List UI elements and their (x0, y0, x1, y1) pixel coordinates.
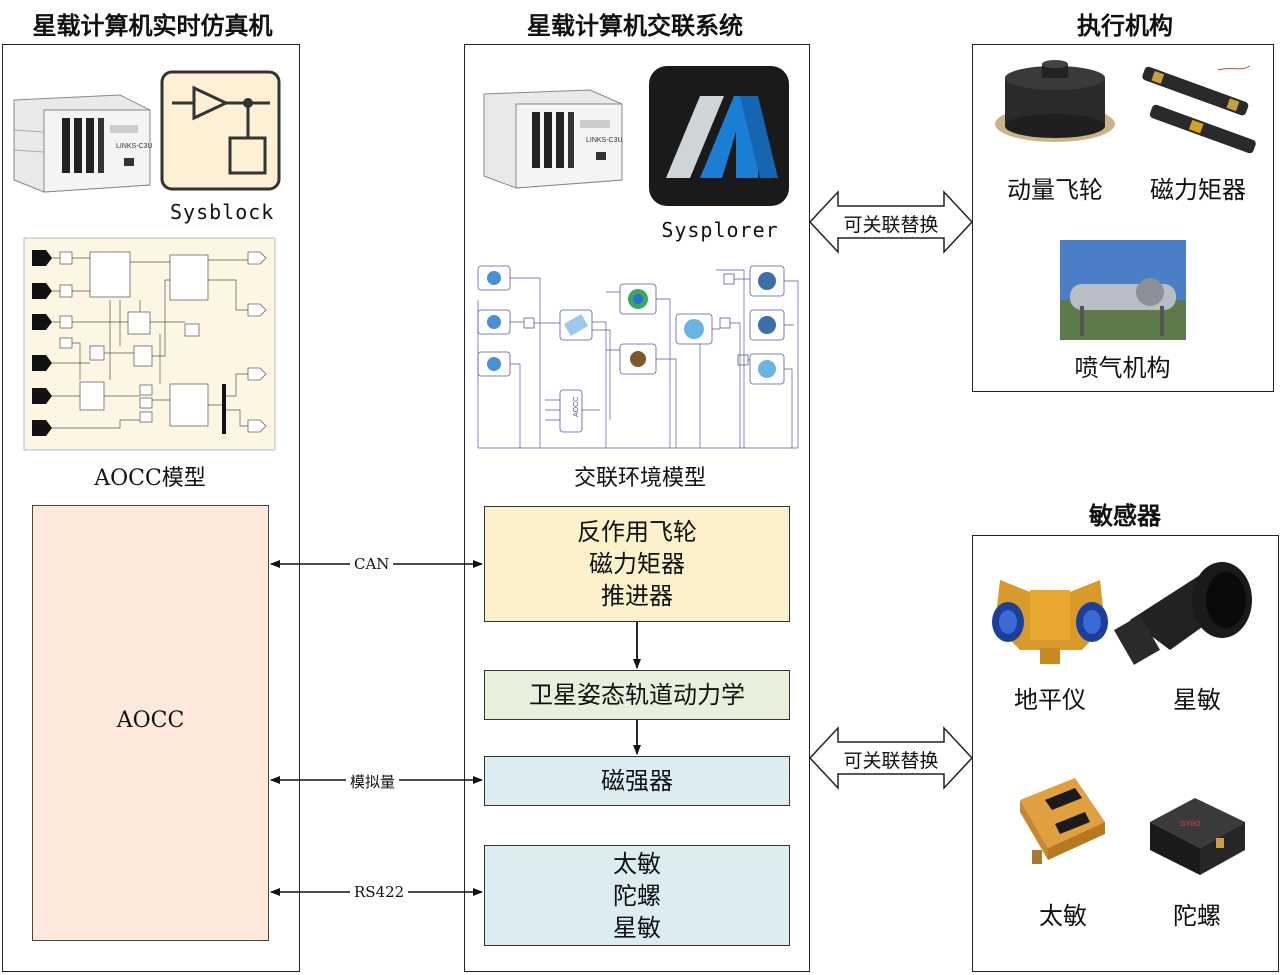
rack-chassis-image: LINKS-C3U (13, 94, 153, 193)
actuator-item-magnetorquer: 磁力矩器 (1150, 176, 1246, 204)
sensor-sun: 太敏 (613, 849, 661, 878)
magnetorquer-image (1142, 65, 1256, 154)
sensor-star: 星敏 (613, 913, 661, 942)
sysblock-label: Sysblock (170, 200, 275, 224)
actuator-thruster: 推进器 (601, 582, 673, 610)
can-label: CAN (350, 555, 394, 573)
aocc-box (32, 505, 269, 941)
middle-panel-title: 星载计算机交联系统 (527, 11, 743, 40)
sensor-item-earth: 地平仪 (1014, 686, 1086, 714)
env-model-aocc-tag: AOCC (573, 397, 580, 417)
svg-text:LINKS-C3U: LINKS-C3U (586, 137, 623, 144)
thruster-image (1060, 240, 1186, 340)
sysblock-icon (160, 70, 281, 191)
left-panel-title: 星载计算机实时仿真机 (32, 11, 273, 40)
actuators-title: 执行机构 (1077, 11, 1173, 40)
svg-text:LINKS-C3U: LINKS-C3U (116, 143, 153, 150)
actuator-item-thruster: 喷气机构 (1074, 354, 1171, 382)
sensors-title: 敏感器 (1089, 501, 1161, 530)
momentum-wheel-image (995, 60, 1115, 142)
earth-sensor-image (992, 580, 1108, 664)
rs422-label: RS422 (350, 883, 409, 901)
sensor-item-sun: 太敏 (1039, 902, 1087, 930)
aocc-model-label: AOCC模型 (94, 466, 206, 491)
replace-bottom-label: 可关联替换 (843, 750, 939, 772)
dynamics-box: 卫星姿态轨道动力学 (484, 670, 790, 720)
star-sensor-image (1114, 562, 1252, 665)
sensors-box: 太敏 陀螺 星敏 (484, 845, 790, 946)
dynamics-label: 卫星姿态轨道动力学 (529, 681, 745, 709)
sysplorer-label: Sysplorer (661, 218, 779, 242)
actuator-magnetorquer: 磁力矩器 (589, 550, 685, 578)
sensor-item-gyro: 陀螺 (1173, 902, 1221, 930)
sensor-gyro: 陀螺 (613, 881, 661, 910)
replace-top-arrow (808, 190, 974, 254)
gyro-image: GYRO (1150, 798, 1245, 875)
analog-label: 模拟量 (346, 771, 400, 792)
actuator-reaction-wheel: 反作用飞轮 (577, 518, 697, 546)
actuator-item-momentum-wheel: 动量飞轮 (1007, 176, 1103, 204)
aocc-label: AOCC (116, 708, 185, 733)
gyro-brand-mark: GYRO (1180, 821, 1201, 828)
actuators-box: 反作用飞轮 磁力矩器 推进器 (484, 506, 790, 622)
magnetometer-label: 磁强器 (601, 767, 673, 795)
sun-sensor-image (1020, 778, 1105, 864)
magnetometer-box: 磁强器 (484, 756, 790, 806)
interconnect-chassis-image: LINKS-C3U (483, 89, 623, 189)
replace-top-label: 可关联替换 (843, 214, 939, 236)
sysplorer-icon (649, 66, 789, 206)
sensor-item-star: 星敏 (1173, 686, 1221, 714)
replace-bottom-arrow (808, 726, 974, 790)
interconnect-model-label: 交联环境模型 (573, 466, 706, 491)
aocc-model-diagram (23, 237, 276, 451)
interconnect-model-diagram: AOCC (477, 265, 799, 449)
